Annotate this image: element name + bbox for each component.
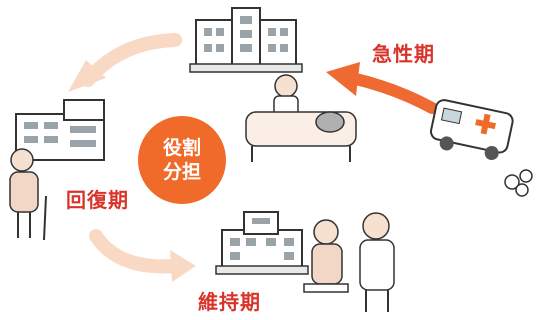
cycle-arrowhead-bottom [170,250,196,282]
maintenance-phase-label: 維持期 [198,290,261,314]
acute-arrow-shaft [346,72,438,114]
role-sharing-line1: 役割 [162,137,201,159]
cycle-arrow-bottom [89,229,183,274]
acute-phase-label: 急性期 [372,42,435,66]
acute-arrowhead [326,62,360,96]
recovery-phase-label: 回復期 [66,188,129,212]
exhaust-cloud-icon [504,169,533,197]
role-sharing-line2: 分担 [162,161,201,183]
doctor-and-patient-bed-icon [245,74,357,162]
rehab-facility-icon [15,99,105,161]
role-sharing-badge: 役割 分担 [138,116,226,204]
acute-arrow-icon [326,62,438,114]
cycle-arrow-icon [68,33,196,282]
hospital-building-icon [189,7,303,73]
elderly-person-with-cane-icon [9,148,47,241]
ambulance-icon [429,99,514,161]
care-facility-icon [215,211,309,275]
elderly-person-and-caregiver-icon [303,212,395,312]
cycle-arrowhead-top [68,60,106,92]
